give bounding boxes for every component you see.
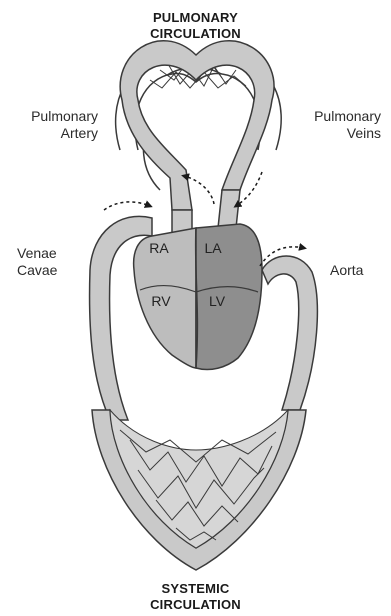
chamber-ra-label: RA: [144, 240, 174, 256]
pulmonary-veins-label: Pulmonary Veins: [290, 108, 381, 142]
chamber-rv-label: RV: [146, 293, 176, 309]
pulmonary-circulation-title: PULMONARY CIRCULATION: [0, 10, 391, 42]
venae-cavae-label-line2: Cavae: [17, 262, 57, 279]
pulmonary-title-line1: PULMONARY: [0, 10, 391, 26]
chamber-la-label: LA: [198, 240, 228, 256]
systemic-title-line1: SYSTEMIC: [0, 581, 391, 597]
pulmonary-veins-label-line1: Pulmonary: [290, 108, 381, 125]
pulmonary-artery-label-line2: Artery: [8, 125, 98, 142]
venae-cavae-label: Venae Cavae: [17, 245, 57, 279]
pulmonary-veins-tube: [218, 190, 240, 228]
venae-cavae-label-line1: Venae: [17, 245, 57, 262]
pulmonary-title-line2: CIRCULATION: [0, 26, 391, 42]
pulmonary-artery-label-line1: Pulmonary: [8, 108, 98, 125]
aorta-label: Aorta: [330, 262, 363, 279]
systemic-circulation-title: SYSTEMIC CIRCULATION: [0, 581, 391, 613]
chamber-lv-label: LV: [202, 293, 232, 309]
aorta-loop: [262, 256, 317, 410]
arrow-venae-cavae: [104, 202, 150, 210]
systemic-title-line2: CIRCULATION: [0, 597, 391, 613]
systemic-capillary-bed: [110, 410, 288, 548]
pulmonary-artery-label: Pulmonary Artery: [8, 108, 98, 142]
pulmonary-veins-label-line2: Veins: [290, 125, 381, 142]
